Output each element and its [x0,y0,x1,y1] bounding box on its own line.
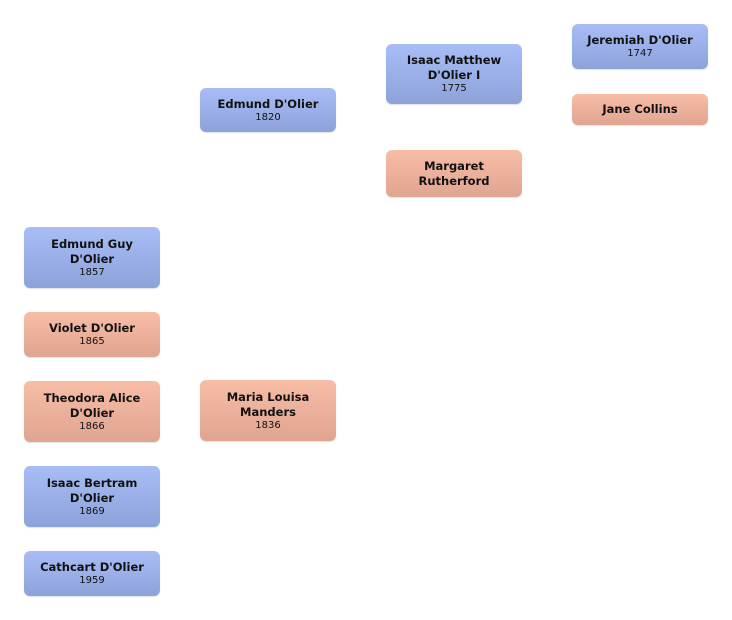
person-card-margaret[interactable]: Margaret Rutherford [386,150,522,197]
person-name: Violet D'Olier [49,321,135,335]
person-card-edmund-guy[interactable]: Edmund Guy D'Olier 1857 [24,227,160,288]
person-card-isaac-matthew[interactable]: Isaac Matthew D'Olier I 1775 [386,44,522,104]
person-name: Maria Louisa Manders [226,389,310,419]
person-name: Jeremiah D'Olier [587,33,693,47]
person-card-cathcart[interactable]: Cathcart D'Olier 1959 [24,551,160,596]
person-birth-year: 1866 [79,420,105,432]
person-birth-year: 1959 [79,575,105,586]
person-birth-year: 1865 [79,336,105,347]
person-name: Isaac Bertram D'Olier [46,475,138,505]
person-name: Theodora Alice D'Olier [43,390,141,420]
person-birth-year: 1747 [627,48,653,59]
person-card-violet[interactable]: Violet D'Olier 1865 [24,312,160,357]
person-card-maria[interactable]: Maria Louisa Manders 1836 [200,380,336,441]
person-birth-year: 1775 [441,83,467,94]
person-birth-year: 1869 [79,505,105,517]
person-name: Jane Collins [602,102,678,116]
person-birth-year: 1820 [255,111,281,123]
person-birth-year: 1857 [79,266,105,278]
person-name: Cathcart D'Olier [40,560,144,574]
person-name: Isaac Matthew D'Olier I [406,53,502,82]
person-card-jane[interactable]: Jane Collins [572,94,708,125]
person-card-jeremiah[interactable]: Jeremiah D'Olier 1747 [572,24,708,69]
person-name: Edmund Guy D'Olier [51,236,133,266]
person-card-edmund[interactable]: Edmund D'Olier 1820 [200,88,336,132]
person-name: Margaret Rutherford [418,158,490,188]
person-birth-year: 1836 [255,419,281,431]
person-name: Edmund D'Olier [217,96,319,111]
person-card-isaac-bertram[interactable]: Isaac Bertram D'Olier 1869 [24,466,160,527]
person-card-theodora[interactable]: Theodora Alice D'Olier 1866 [24,381,160,442]
